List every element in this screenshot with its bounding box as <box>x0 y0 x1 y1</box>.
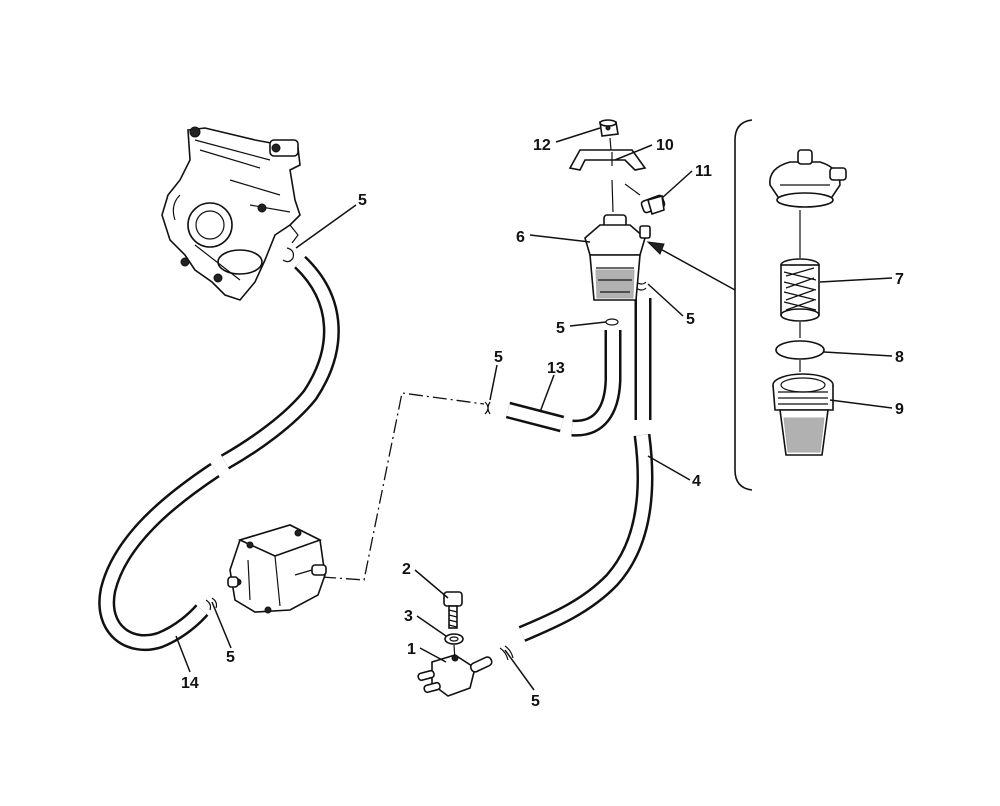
leader-8 <box>823 351 893 357</box>
leader-6 <box>529 234 591 243</box>
leader-5c <box>569 321 607 327</box>
callout-11: 11 <box>695 163 712 180</box>
fuel-pump-icon <box>227 524 327 614</box>
fitting-icon <box>417 654 493 697</box>
leader-5b <box>647 283 684 317</box>
screw-11-icon <box>640 194 666 216</box>
leader-13 <box>539 374 555 413</box>
hose-14-upper <box>220 255 340 470</box>
hose-filter-inlet <box>571 330 622 437</box>
detail-bracket <box>734 119 753 491</box>
callout-10: 10 <box>656 137 674 154</box>
callout-7: 7 <box>895 271 904 288</box>
filter-element-icon <box>780 258 820 322</box>
clamp-fitting <box>499 645 514 661</box>
leader-5a <box>295 204 357 249</box>
callout-5-outlet: 5 <box>686 311 695 328</box>
hose-14-lower <box>98 462 220 652</box>
callout-14: 14 <box>181 675 199 692</box>
callout-6: 6 <box>516 229 525 246</box>
clamp-carburetor <box>282 247 294 263</box>
leader-5f <box>504 649 535 691</box>
leader-10 <box>614 144 653 161</box>
callout-13: 13 <box>547 360 565 377</box>
dash-10-6 <box>611 179 614 213</box>
callout-5-fitting: 5 <box>531 693 540 710</box>
callout-5-hose13: 5 <box>494 349 503 366</box>
clamp-pump <box>205 597 218 611</box>
leader-5d <box>489 364 498 401</box>
dash-12-10 <box>609 137 612 151</box>
callout-8: 8 <box>895 349 904 366</box>
o-ring-icon <box>775 340 825 360</box>
leader-11 <box>661 170 693 199</box>
callout-1: 1 <box>407 641 416 658</box>
fuel-filter-icon <box>584 214 651 301</box>
detail-arrowhead <box>646 241 665 255</box>
carburetor-icon <box>161 126 301 301</box>
callout-2: 2 <box>402 561 411 578</box>
dash-3-1 <box>453 644 456 661</box>
hose-4 <box>518 433 654 642</box>
callout-4: 4 <box>692 473 701 490</box>
leader-5e <box>211 601 232 649</box>
callout-5-pump: 5 <box>226 649 235 666</box>
callout-9: 9 <box>895 401 904 418</box>
leader-7 <box>819 277 893 283</box>
clamp-filter-inlet <box>605 318 619 326</box>
routing-line <box>321 392 485 581</box>
leader-2 <box>414 569 449 599</box>
callout-12: 12 <box>533 137 551 154</box>
leader-14 <box>175 635 191 673</box>
callout-5-carburetor: 5 <box>358 192 367 209</box>
leader-9 <box>829 399 893 409</box>
nut-12-icon <box>599 119 619 137</box>
filter-cap-icon <box>769 149 847 208</box>
dash-11-6 <box>624 183 641 196</box>
leader-3 <box>416 615 447 637</box>
filter-bowl-icon <box>772 373 834 456</box>
callout-5-inlet: 5 <box>556 320 565 337</box>
hose-13 <box>505 401 565 433</box>
washer-3-icon <box>444 633 464 645</box>
leader-1 <box>419 647 447 663</box>
screw-2-icon <box>443 591 463 629</box>
detail-arrow-line <box>654 245 736 291</box>
leader-12 <box>555 127 601 143</box>
leader-4 <box>647 455 691 481</box>
clamp-hose-13 <box>484 401 491 415</box>
callout-3: 3 <box>404 608 413 625</box>
